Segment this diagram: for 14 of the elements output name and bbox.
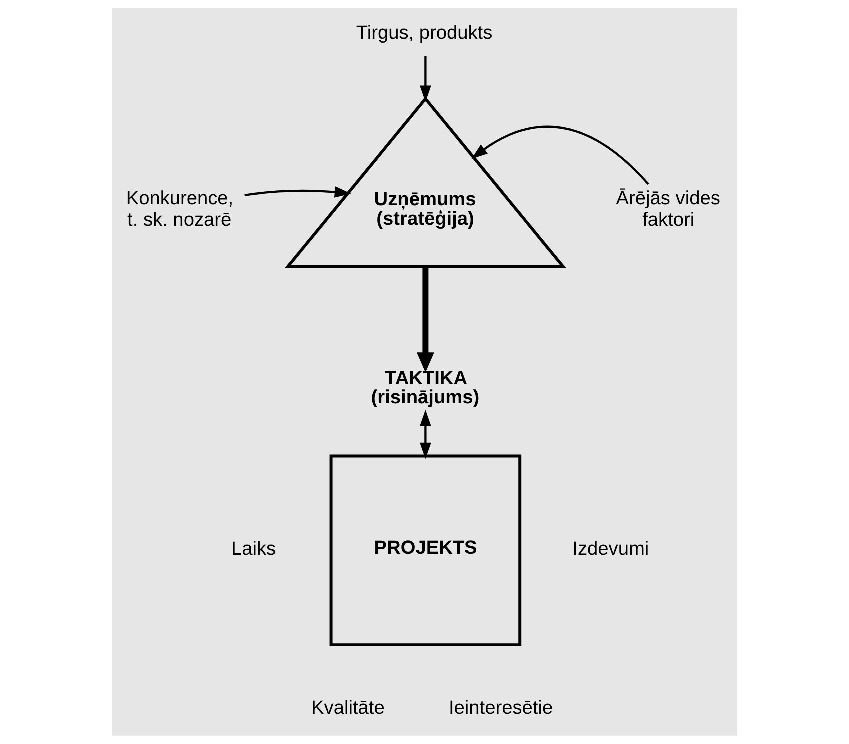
arrow [244,186,352,198]
arrow [420,56,432,102]
arrow [472,126,650,186]
node-text: Tirgus, produkts [356,22,493,44]
node-text: Ārējās vides faktori [616,188,720,231]
node-box: PROJEKTS [330,454,522,647]
arrow [416,266,434,373]
label: Kvalitāte [312,698,385,720]
node-text: TAKTIKA (risinājums) [371,368,480,408]
label: Ieinteresētie [449,698,554,720]
label: Laiks [232,539,276,560]
node-text: Konkurence, t. sk. nozarē [126,188,234,231]
label: Izdevumi [572,539,650,560]
arrow [420,410,432,460]
